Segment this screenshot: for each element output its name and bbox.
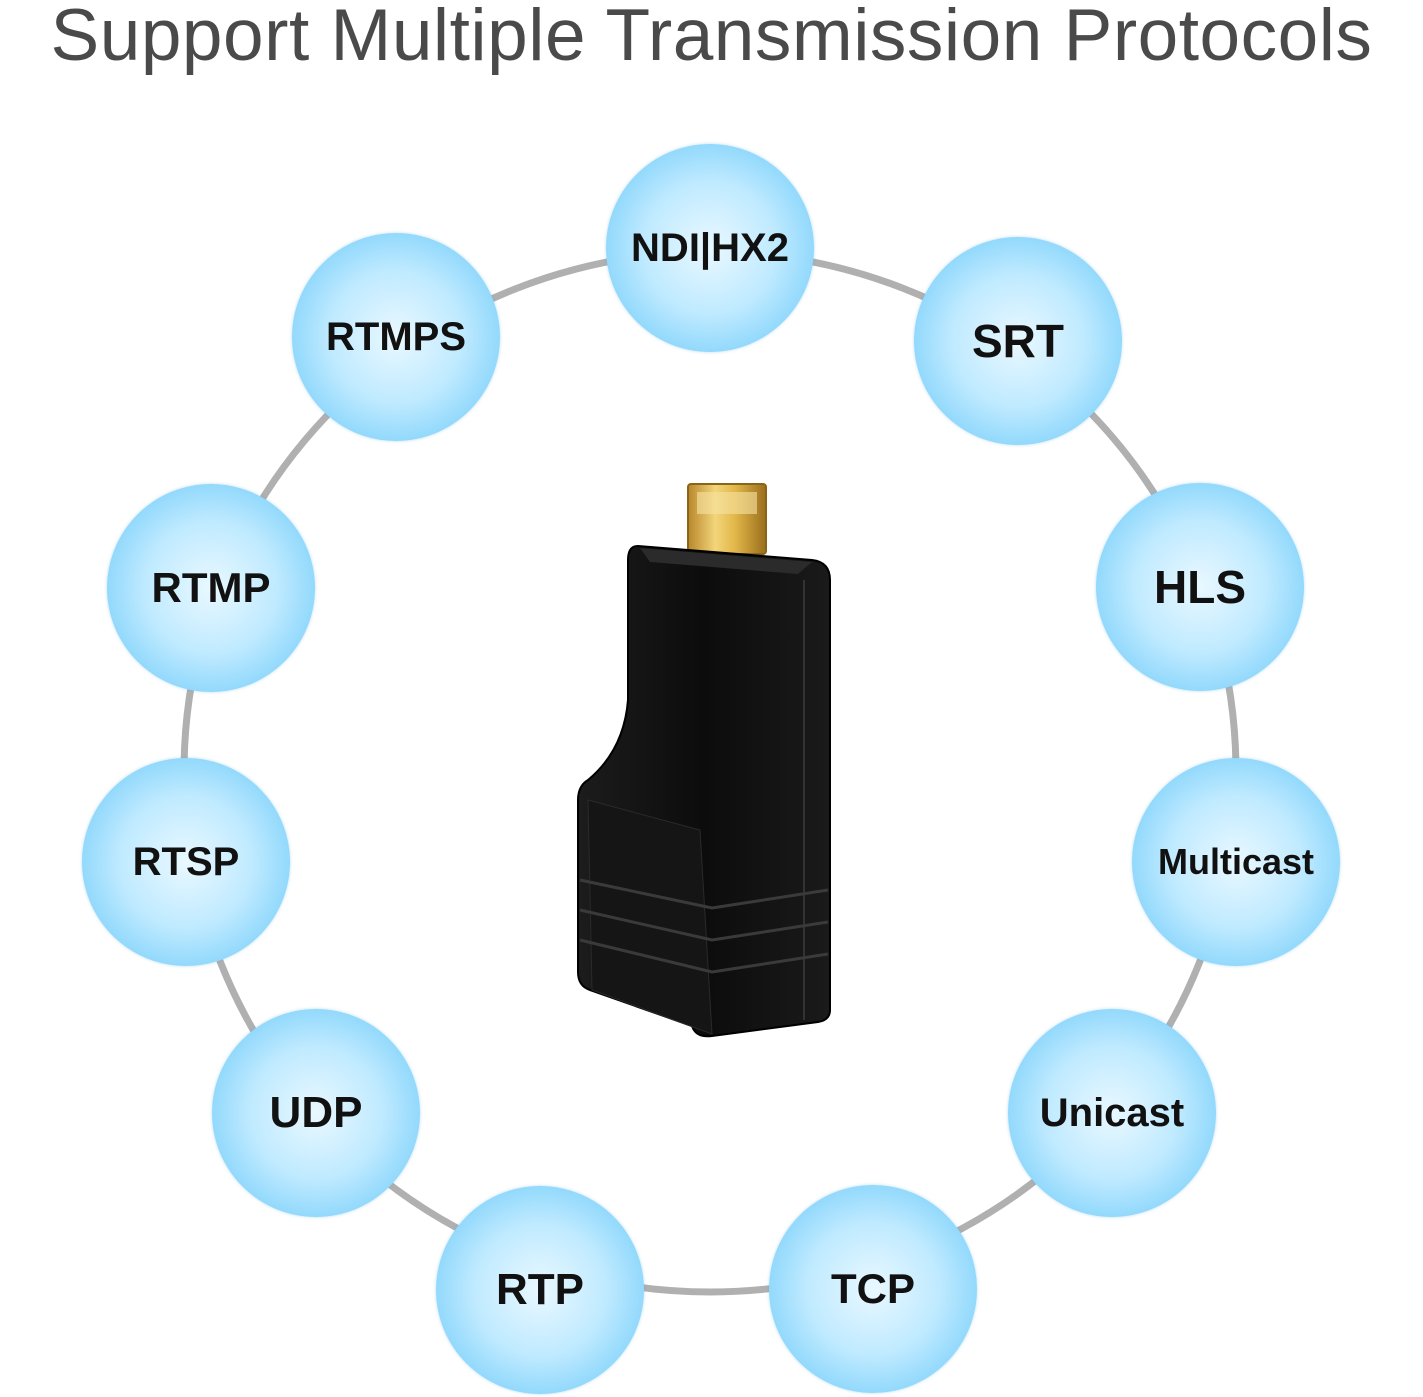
protocol-label: Unicast (1039, 1090, 1185, 1135)
protocol-bubble-srt: SRT (914, 237, 1122, 445)
protocol-bubble-rtp: RTP (436, 1186, 644, 1394)
protocol-label: RTMP (151, 564, 271, 611)
hdmi-encoder-device-icon (577, 483, 831, 1038)
protocol-bubble-ndi-hx2: NDI|HX2 (606, 144, 814, 352)
protocol-bubble-unicast: Unicast (1008, 1009, 1216, 1217)
protocol-label: UDP (269, 1088, 363, 1137)
protocol-label: RTP (496, 1265, 584, 1314)
protocol-bubble-udp: UDP (212, 1009, 420, 1217)
protocol-bubble-hls: HLS (1096, 483, 1304, 691)
page-title: Support Multiple Transmission Protocols (50, 0, 1373, 76)
protocol-label: Multicast (1157, 841, 1315, 882)
protocol-bubble-rtmp: RTMP (107, 484, 315, 692)
protocol-label: NDI|HX2 (631, 225, 789, 270)
protocol-label: RTMPS (326, 314, 466, 359)
protocol-bubble-multicast: Multicast (1132, 758, 1340, 966)
protocol-label: RTSP (132, 839, 240, 884)
protocol-bubble-rtsp: RTSP (82, 758, 290, 966)
protocol-bubble-rtmps: RTMPS (292, 233, 500, 441)
protocol-bubble-tcp: TCP (769, 1185, 977, 1393)
protocol-label: SRT (972, 315, 1064, 367)
protocol-label: TCP (831, 1265, 915, 1312)
protocol-label: HLS (1154, 561, 1246, 613)
